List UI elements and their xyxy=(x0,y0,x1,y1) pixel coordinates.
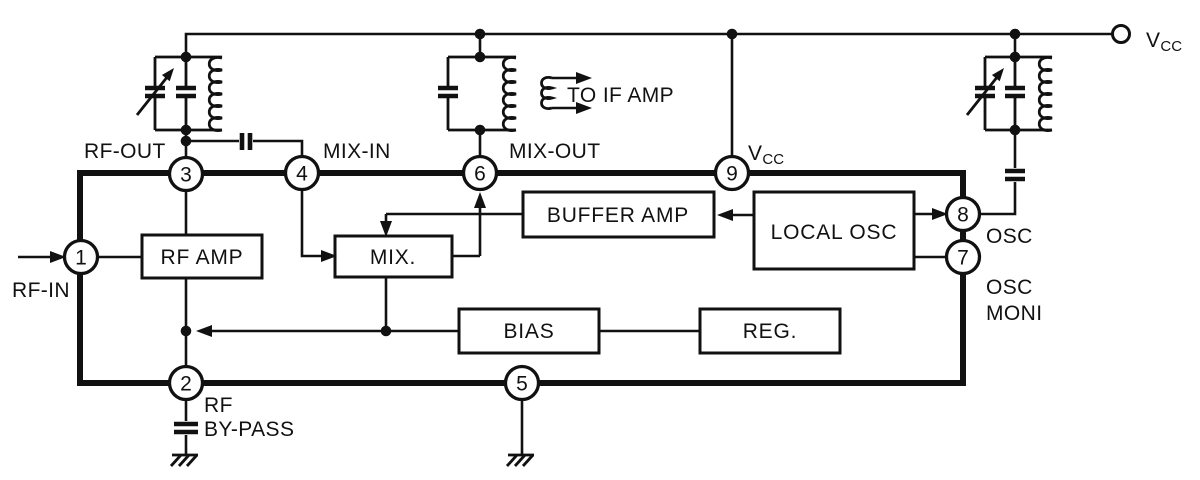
pin-9-number: 9 xyxy=(726,163,738,186)
pin-label-rf-out: RF-OUT xyxy=(84,140,166,163)
inductor-icon xyxy=(207,56,223,132)
signal-arrowheads xyxy=(196,192,948,337)
ground-icon xyxy=(505,453,535,467)
pin3-pin4-coupling xyxy=(184,130,304,158)
rf-amp-block: RF AMP xyxy=(140,233,264,280)
reg-label: REG. xyxy=(743,320,798,343)
pin-7: 7 xyxy=(944,238,982,276)
pin-label-mix-in: MIX-IN xyxy=(323,140,391,163)
vcc-terminal-label: VCC xyxy=(1146,29,1182,55)
osc-tank-circuit xyxy=(965,55,1053,216)
pin-label-mix-out: MIX-OUT xyxy=(509,140,600,163)
rf-tank-circuit xyxy=(135,55,223,132)
labels: RF-OUT MIX-IN MIX-OUT VCC VCC TO IF AMP … xyxy=(12,29,1182,441)
pin-4: 4 xyxy=(283,154,321,192)
pin-8: 8 xyxy=(944,195,982,233)
ground-icon xyxy=(169,453,199,467)
inductor-secondary-icon xyxy=(540,76,558,110)
pin-label-osc: OSC xyxy=(986,225,1033,248)
pin-5: 5 xyxy=(503,364,541,402)
pin-8-number: 8 xyxy=(957,204,969,227)
mix-block: MIX. xyxy=(333,234,454,279)
vcc-rail xyxy=(184,24,1131,157)
mix-label: MIX. xyxy=(370,246,416,269)
pin-6-number: 6 xyxy=(474,163,486,186)
rf-amp-label: RF AMP xyxy=(161,246,244,269)
buffer-amp-label: BUFFER AMP xyxy=(547,204,689,227)
pin-4-number: 4 xyxy=(296,163,308,186)
bias-block: BIAS xyxy=(457,307,601,355)
variable-capacitor-arrow-icon xyxy=(965,75,1000,116)
pin-label-osc-moni-line1: OSC xyxy=(986,276,1033,299)
pin-1-number: 1 xyxy=(75,247,87,270)
pin-label-rf-in: RF-IN xyxy=(12,279,70,302)
pin-7-number: 7 xyxy=(957,247,969,270)
pin-3: 3 xyxy=(167,155,205,193)
bypass-capacitor-icon xyxy=(174,421,198,435)
variable-capacitor-arrow-icon xyxy=(135,75,170,116)
pin-label-rf-bypass-line2: BY-PASS xyxy=(204,418,294,441)
bias-label: BIAS xyxy=(503,320,554,343)
vcc-terminal-icon xyxy=(1111,24,1131,44)
internal-wiring xyxy=(98,190,947,367)
inductor-icon xyxy=(1037,56,1053,132)
series-capacitor-icon xyxy=(1005,168,1025,182)
pins: 1 2 3 4 5 6 7 8 xyxy=(62,154,982,402)
local-osc-block: LOCAL OSC xyxy=(752,190,916,271)
pin-1: 1 xyxy=(62,238,100,276)
pin-label-vcc: VCC xyxy=(748,142,784,168)
pin-2-number: 2 xyxy=(180,373,192,396)
junction-dots xyxy=(180,28,1021,337)
reg-block: REG. xyxy=(698,307,842,355)
pin-label-osc-moni-line2: MONI xyxy=(986,302,1042,325)
inductor-primary-icon xyxy=(501,56,517,132)
to-if-amp-arrows xyxy=(552,72,592,114)
pin-9: 9 xyxy=(713,154,751,192)
pin5-ground xyxy=(505,400,535,467)
pin-label-rf-bypass-line1: RF xyxy=(204,394,233,417)
buffer-amp-block: BUFFER AMP xyxy=(521,190,716,239)
local-osc-label: LOCAL OSC xyxy=(771,221,898,244)
bypass-network xyxy=(169,400,199,467)
pin-3-number: 3 xyxy=(180,164,192,187)
rf-input-arrow xyxy=(18,251,66,263)
if-transformer xyxy=(438,55,592,158)
to-if-amp-label: TO IF AMP xyxy=(567,84,674,107)
pin-2: 2 xyxy=(167,364,205,402)
coupling-capacitor-icon xyxy=(239,133,253,150)
pin-5-number: 5 xyxy=(516,373,528,396)
pin-6: 6 xyxy=(461,154,499,192)
